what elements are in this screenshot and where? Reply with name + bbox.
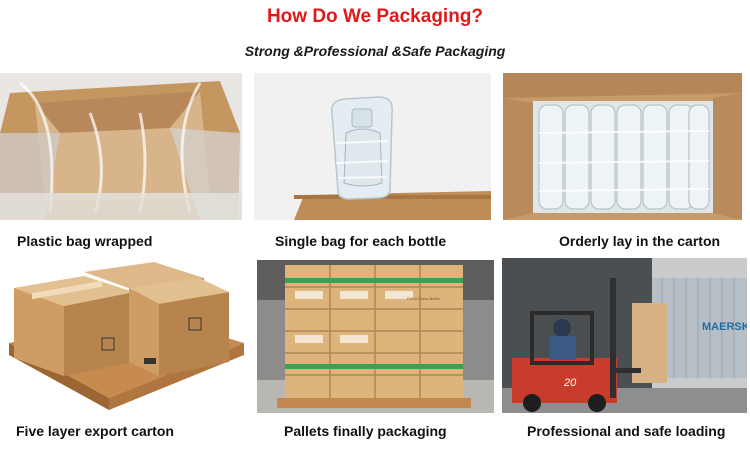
caption-orderly-lay-carton: Orderly lay in the carton (559, 233, 721, 249)
photo-safe-loading: MAERSK 20 (502, 258, 747, 413)
page-subtitle: Strong &Professional &Safe Packaging (244, 43, 506, 59)
caption-pallets-packaging: Pallets finally packaging (284, 423, 447, 439)
caption-plastic-bag-wrapped: Plastic bag wrapped (17, 233, 153, 249)
caption-safe-loading: Professional and safe loading (527, 423, 726, 439)
forklift-number: 20 (563, 377, 577, 389)
container-brand: MAERSK (702, 321, 747, 333)
photo-plastic-bag-wrapped (0, 73, 242, 220)
caption-single-bag-bottle: Single bag for each bottle (275, 233, 447, 249)
photo-five-layer-carton (4, 258, 247, 411)
box-label: Rillnd Glass Bottle (407, 296, 440, 301)
caption-five-layer-carton: Five layer export carton (16, 423, 174, 439)
photo-pallets-packaging: Rillnd Glass Bottle (257, 260, 494, 413)
page-title: How Do We Packaging? (266, 6, 484, 27)
photo-orderly-lay-carton (503, 73, 742, 220)
photo-single-bag-bottle (254, 73, 491, 220)
